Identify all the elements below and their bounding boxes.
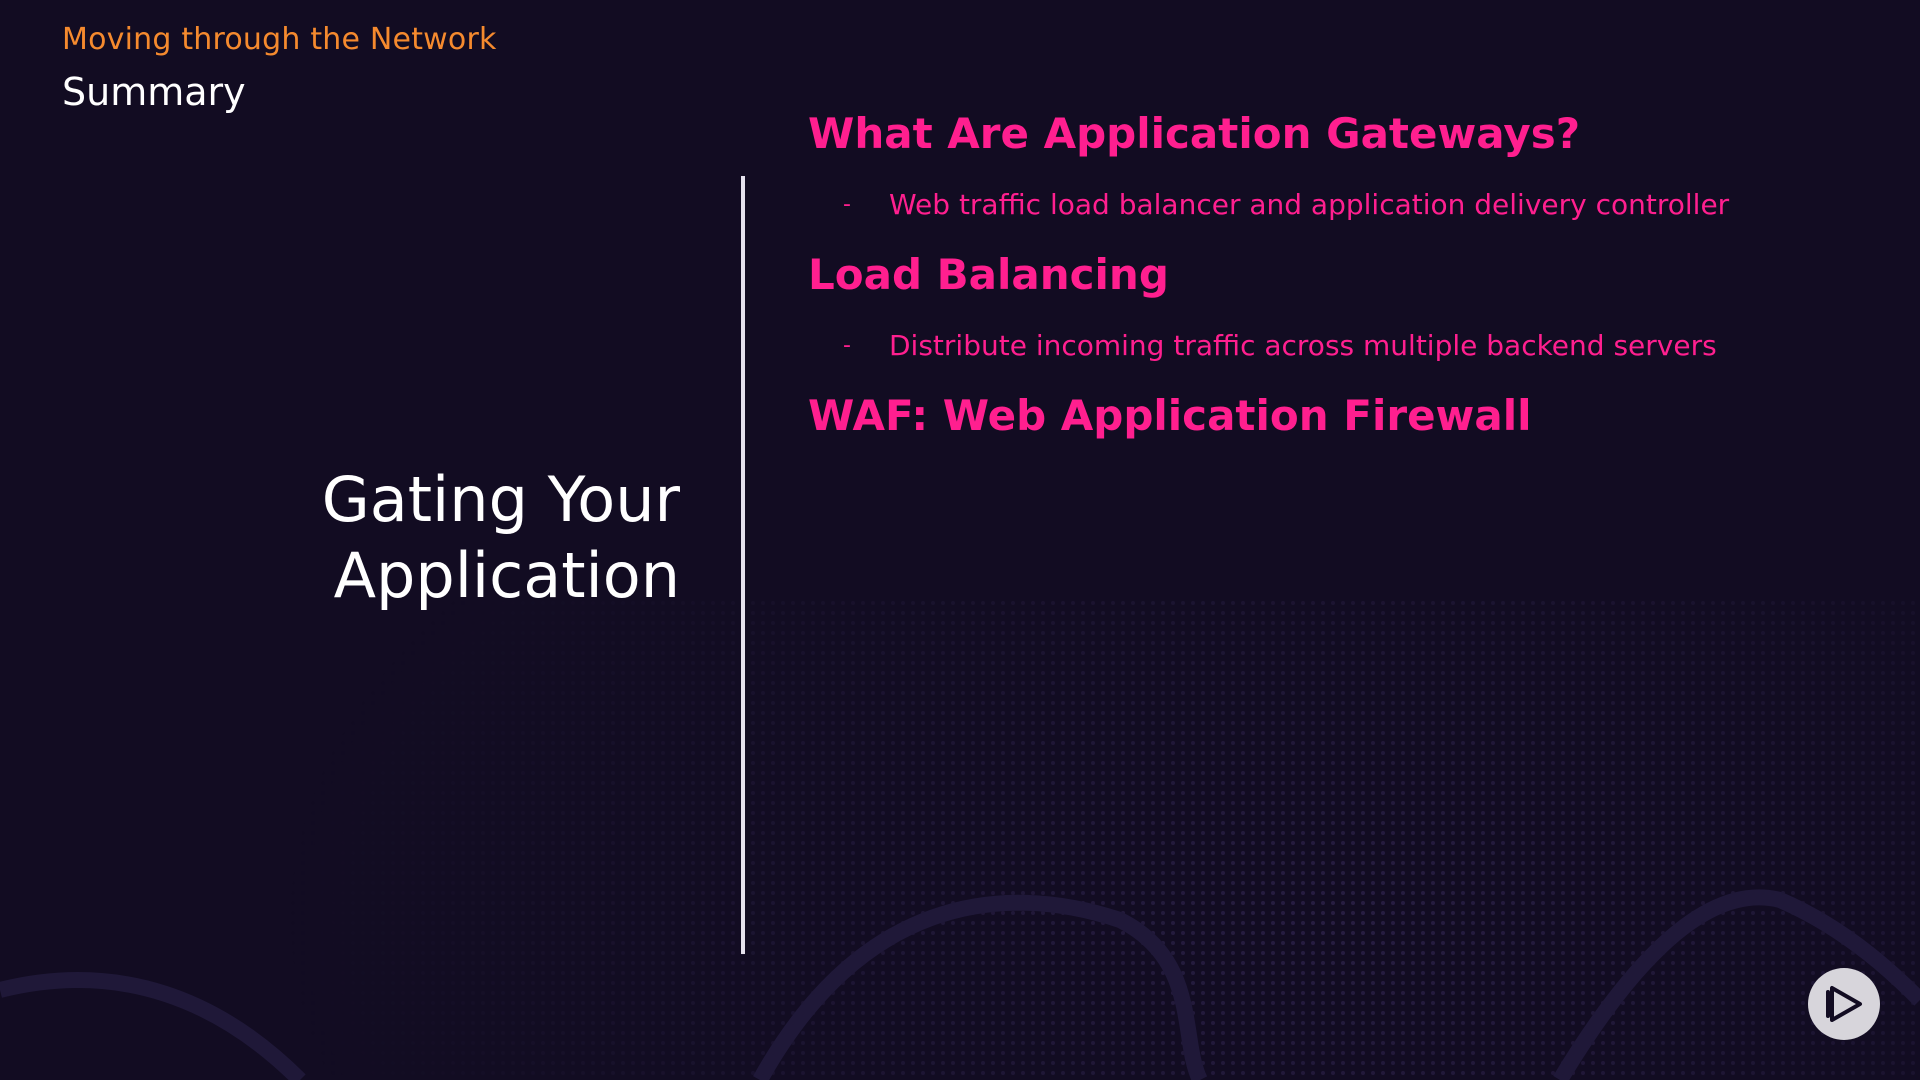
play-logo-icon <box>1808 968 1880 1040</box>
module-title: Summary <box>62 70 246 114</box>
section-heading-gateways: What Are Application Gateways? <box>808 109 1581 158</box>
bullet-load-balancing: - Distribute incoming traffic across mul… <box>843 329 1868 362</box>
main-title-line-1: Gating Your <box>321 463 680 536</box>
bullet-marker: - <box>843 192 851 217</box>
slide-main-title: Gating Your Application <box>80 462 680 614</box>
course-title: Moving through the Network <box>62 22 497 57</box>
vertical-divider <box>741 176 745 954</box>
main-title-line-2: Application <box>333 539 680 612</box>
summary-content: What Are Application Gateways? - Web tra… <box>808 108 1868 442</box>
bullet-gateways: - Web traffic load balancer and applicat… <box>843 188 1868 221</box>
bullet-marker: - <box>843 333 851 358</box>
bullet-text: Distribute incoming traffic across multi… <box>889 329 1717 362</box>
section-heading-load-balancing: Load Balancing <box>808 250 1169 299</box>
section-heading-waf: WAF: Web Application Firewall <box>808 391 1532 440</box>
bullet-text: Web traffic load balancer and applicatio… <box>889 188 1730 221</box>
